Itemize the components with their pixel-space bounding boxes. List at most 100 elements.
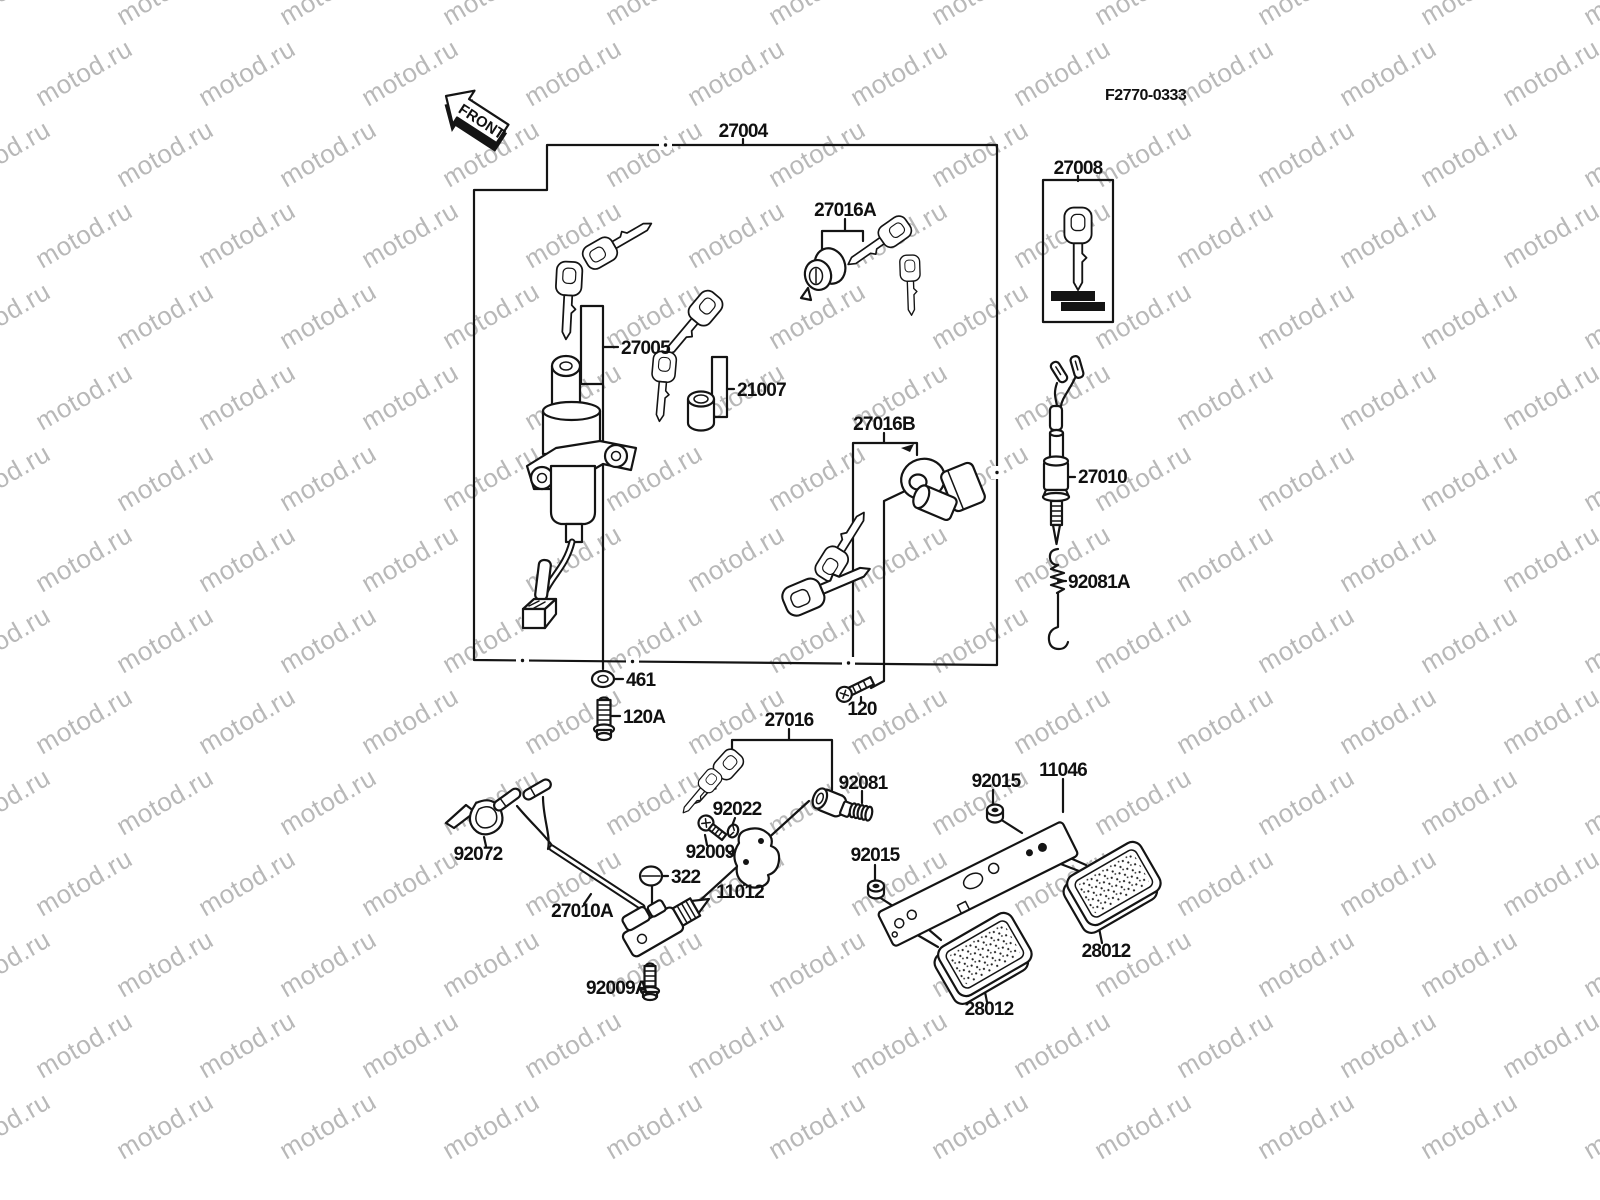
watermark-text: motod.ru bbox=[845, 681, 952, 760]
part-clip-92022 bbox=[726, 823, 740, 839]
watermark-text: motod.ru bbox=[1171, 357, 1278, 436]
watermark-text: motod.ru bbox=[437, 438, 544, 517]
watermark-text: motod.ru bbox=[600, 114, 707, 193]
watermark-text: motod.ru bbox=[1334, 681, 1441, 760]
watermark-text: motod.ru bbox=[30, 519, 137, 598]
watermark-text: motod.ru bbox=[1171, 1005, 1278, 1084]
part-label-27010A: 27010A bbox=[551, 901, 614, 922]
watermark-text: motod.ru bbox=[763, 0, 870, 31]
watermark-text: motod.ru bbox=[926, 0, 1033, 31]
watermark-text: motod.ru bbox=[1252, 114, 1359, 193]
part-label-120: 120 bbox=[847, 699, 877, 720]
watermark-text: motod.ru bbox=[1171, 519, 1278, 598]
chain-line-breaks bbox=[516, 140, 1003, 668]
part-label-27010: 27010 bbox=[1078, 467, 1127, 488]
figure-code: F2770-0333 bbox=[1105, 87, 1187, 104]
watermark-text: motod.ru bbox=[519, 33, 626, 112]
watermark-text: motod.ru bbox=[1089, 600, 1196, 679]
watermark-text: motod.ru bbox=[1089, 276, 1196, 355]
watermark-text: motod.ru bbox=[437, 1086, 544, 1165]
part-label-322: 322 bbox=[671, 867, 701, 888]
watermark-text: motod.ru bbox=[763, 438, 870, 517]
watermark-text: motod.ru bbox=[1497, 357, 1600, 436]
watermark-text: motod.ru bbox=[1415, 114, 1522, 193]
watermark-text: motod.ru bbox=[1415, 600, 1522, 679]
part-switch-cable-27010A bbox=[493, 778, 711, 1002]
watermark-text: motod.ru bbox=[763, 114, 870, 193]
watermark-text: motod.ru bbox=[1008, 195, 1115, 274]
part-grommet-92015-lower bbox=[866, 879, 886, 900]
watermark-text: motod.ru bbox=[0, 762, 55, 841]
watermark-text: motod.ru bbox=[1252, 1086, 1359, 1165]
part-label-92009: 92009 bbox=[686, 842, 735, 863]
watermark-text: motod.ru bbox=[356, 195, 463, 274]
watermark-text: motod.ru bbox=[437, 276, 544, 355]
watermark-text: motod.ru bbox=[193, 33, 300, 112]
watermark-text: motod.ru bbox=[1089, 0, 1196, 31]
watermark-text: motod.ru bbox=[0, 924, 55, 1003]
part-label-28012-right: 28012 bbox=[1082, 941, 1131, 962]
watermark-text: motod.ru bbox=[274, 276, 381, 355]
part-lock-set-27016 bbox=[675, 745, 874, 822]
watermark-text: motod.ru bbox=[682, 519, 789, 598]
watermark-text: motod.ru bbox=[1415, 0, 1522, 31]
watermark-text: motod.ru bbox=[1497, 843, 1600, 922]
watermark-text: motod.ru bbox=[1578, 762, 1600, 841]
watermark-text: motod.ru bbox=[30, 33, 137, 112]
watermark-text: motod.ru bbox=[1578, 924, 1600, 1003]
watermark-text: motod.ru bbox=[111, 0, 218, 31]
watermark-text: motod.ru bbox=[1497, 1005, 1600, 1084]
part-label-92022: 92022 bbox=[713, 799, 762, 820]
watermark-text: motod.ru bbox=[193, 357, 300, 436]
watermark-text: motod.ru bbox=[111, 600, 218, 679]
watermark-text: motod.ru bbox=[1415, 1086, 1522, 1165]
watermark-text: motod.ru bbox=[0, 438, 55, 517]
watermark-text: motod.ru bbox=[1415, 924, 1522, 1003]
watermark-text: motod.ru bbox=[0, 1086, 55, 1165]
callout-leader-lines bbox=[472, 137, 1115, 1004]
watermark-text: motod.ru bbox=[1334, 195, 1441, 274]
part-lock-barrel-21007 bbox=[647, 286, 728, 432]
part-label-27005: 27005 bbox=[621, 338, 671, 359]
watermark-text: motod.ru bbox=[356, 843, 463, 922]
watermark-text: motod.ru bbox=[926, 276, 1033, 355]
watermark-text: motod.ru bbox=[1334, 1005, 1441, 1084]
watermark-text: motod.ru bbox=[274, 114, 381, 193]
watermark-text: motod.ru bbox=[356, 1005, 463, 1084]
watermark-text: motod.ru bbox=[1415, 762, 1522, 841]
part-label-21007: 21007 bbox=[737, 380, 786, 401]
watermark-text: motod.ru bbox=[274, 0, 381, 31]
part-helmet-lock-27016B bbox=[778, 444, 986, 620]
watermark-text: motod.ru bbox=[437, 924, 544, 1003]
watermark-text: motod.ru bbox=[1252, 438, 1359, 517]
part-bolt-92009A bbox=[639, 962, 661, 1002]
watermark-text: motod.ru bbox=[1334, 843, 1441, 922]
watermark-text: motod.ru bbox=[1415, 438, 1522, 517]
watermark-text: motod.ru bbox=[1578, 0, 1600, 31]
part-switch-27010 bbox=[1041, 355, 1085, 546]
part-label-28012-left: 28012 bbox=[965, 999, 1014, 1020]
part-label-120A: 120A bbox=[623, 707, 666, 728]
watermark-text: motod.ru bbox=[1008, 33, 1115, 112]
watermark-text: motod.ru bbox=[1252, 762, 1359, 841]
part-label-27008: 27008 bbox=[1054, 158, 1103, 179]
watermark-text: motod.ru bbox=[1578, 276, 1600, 355]
part-cover-11012 bbox=[733, 827, 781, 889]
watermark-text: motod.ru bbox=[1497, 33, 1600, 112]
part-labels-layer: 270042700827016A270052100727016B27010920… bbox=[454, 121, 1132, 1020]
watermark-text: motod.ru bbox=[30, 681, 137, 760]
watermark-text: motod.ru bbox=[926, 600, 1033, 679]
part-label-11012: 11012 bbox=[716, 882, 764, 903]
watermark-text: motod.ru bbox=[1008, 681, 1115, 760]
watermark-text: motod.ru bbox=[356, 519, 463, 598]
watermark-text: motod.ru bbox=[111, 276, 218, 355]
watermark-text: motod.ru bbox=[1008, 1005, 1115, 1084]
watermark-text: motod.ru bbox=[1171, 33, 1278, 112]
watermark-text: motod.ru bbox=[1171, 195, 1278, 274]
part-spring-92081 bbox=[848, 802, 874, 822]
part-label-92072: 92072 bbox=[454, 844, 503, 865]
part-cap-322 bbox=[638, 865, 664, 887]
watermark-text: motod.ru bbox=[600, 600, 707, 679]
watermark-text: motod.ru bbox=[1578, 438, 1600, 517]
